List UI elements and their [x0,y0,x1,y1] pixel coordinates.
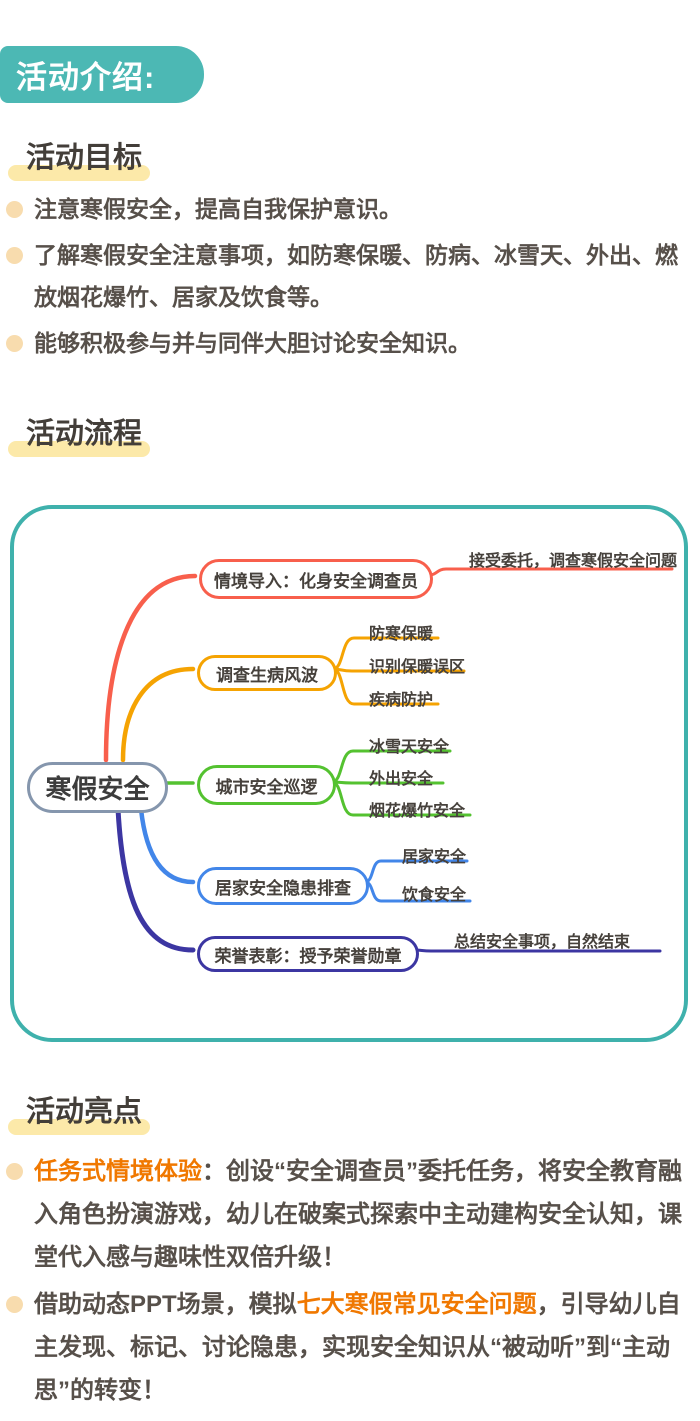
list-item: 了解寒假安全注意事项，如防寒保暖、防病、冰雪天、外出、燃放烟花爆竹、居家及饮食等… [6,234,682,318]
highlight-accent: 任务式情境体验 [34,1158,202,1185]
bullet-dot-icon [6,1296,23,1313]
mindmap-node-honor: 荣誉表彰：授予荣誉勋章 [197,936,419,972]
goals-list: 注意寒假安全，提高自我保护意识。 了解寒假安全注意事项，如防寒保暖、防病、冰雪天… [6,188,682,368]
mindmap-leaf: 防寒保暖 [369,626,434,643]
mindmap-leaf: 饮食安全 [402,887,467,904]
intro-banner-label: 活动介绍: [16,60,156,95]
mindmap-center-node: 寒假安全 [27,762,168,813]
mindmap-node-intro: 情境导入：化身安全调查员 [199,559,433,599]
list-item: 注意寒假安全，提高自我保护意识。 [6,188,682,230]
section-title-text: 活动目标 [26,142,143,174]
bullet-dot-icon [6,335,23,352]
mindmap-note: 总结安全事项，自然结束 [454,934,631,951]
highlight-accent: 七大寒假常见安全问题 [296,1291,537,1318]
mindmap-node-sickness: 调查生病风波 [197,655,337,691]
list-item: 借助动态PPT场景，模拟七大寒假常见安全问题，引导幼儿自主发现、标记、讨论隐患，… [6,1283,682,1412]
mindmap-leaf: 疾病防护 [369,692,434,709]
bullet-dot-icon [6,1163,23,1180]
branch-curve-honor [115,806,196,953]
highlight-post: ：创设“安全调查员”委托任务，将安全教育融入角色扮演游戏，幼儿在破案式探索中主动… [34,1158,682,1271]
bullet-dot-icon [6,201,23,218]
highlight-bar [8,1119,151,1135]
section-title-text: 活动亮点 [26,1096,143,1128]
highlight-post: ，引导幼儿自主发现、标记、讨论隐患，实现安全知识从“被动听”到“主动思”的转变！ [34,1291,681,1404]
list-item: 任务式情境体验：创设“安全调查员”委托任务，将安全教育融入角色扮演游戏，幼儿在破… [6,1150,682,1279]
list-item: 能够积极参与并与同伴大胆讨论安全知识。 [6,322,682,364]
mindmap-leaf: 冰雪天安全 [369,739,450,756]
branch-curve-intro [103,573,198,763]
highlights-list: 任务式情境体验：创设“安全调查员”委托任务，将安全教育融入角色扮演游戏，幼儿在破… [6,1150,682,1416]
mindmap-container: 寒假安全 情境导入：化身安全调查员 调查生病风波 城市安全巡逻 居家安全隐患排查… [10,505,688,1042]
mindmap-node-home: 居家安全隐患排查 [197,867,369,905]
section-title-highlights: 活动亮点 [8,1088,151,1135]
branch-curve-sickness [120,666,196,763]
section-title-process: 活动流程 [8,410,151,457]
goal-text: 注意寒假安全，提高自我保护意识。 [34,196,402,222]
highlight-bar [8,165,151,181]
highlight-bar [8,441,151,457]
goal-text: 能够积极参与并与同伴大胆讨论安全知识。 [34,330,471,356]
highlight-pre: 借助动态PPT场景，模拟 [34,1291,297,1318]
branch-curve-home [138,806,196,885]
mindmap-leaf: 外出安全 [369,771,434,788]
mindmap-leaf: 烟花爆竹安全 [369,803,466,820]
bullet-dot-icon [6,247,23,264]
mindmap-node-city: 城市安全巡逻 [197,765,336,805]
intro-banner: 活动介绍: [0,46,204,103]
section-title-text: 活动流程 [26,418,143,450]
mindmap-note: 接受委托，调查寒假安全问题 [469,553,678,570]
goal-text: 了解寒假安全注意事项，如防寒保暖、防病、冰雪天、外出、燃放烟花爆竹、居家及饮食等… [34,242,678,310]
mindmap-leaf: 居家安全 [402,849,467,866]
section-title-goals: 活动目标 [8,134,151,181]
mindmap-leaf: 识别保暖误区 [369,659,466,676]
